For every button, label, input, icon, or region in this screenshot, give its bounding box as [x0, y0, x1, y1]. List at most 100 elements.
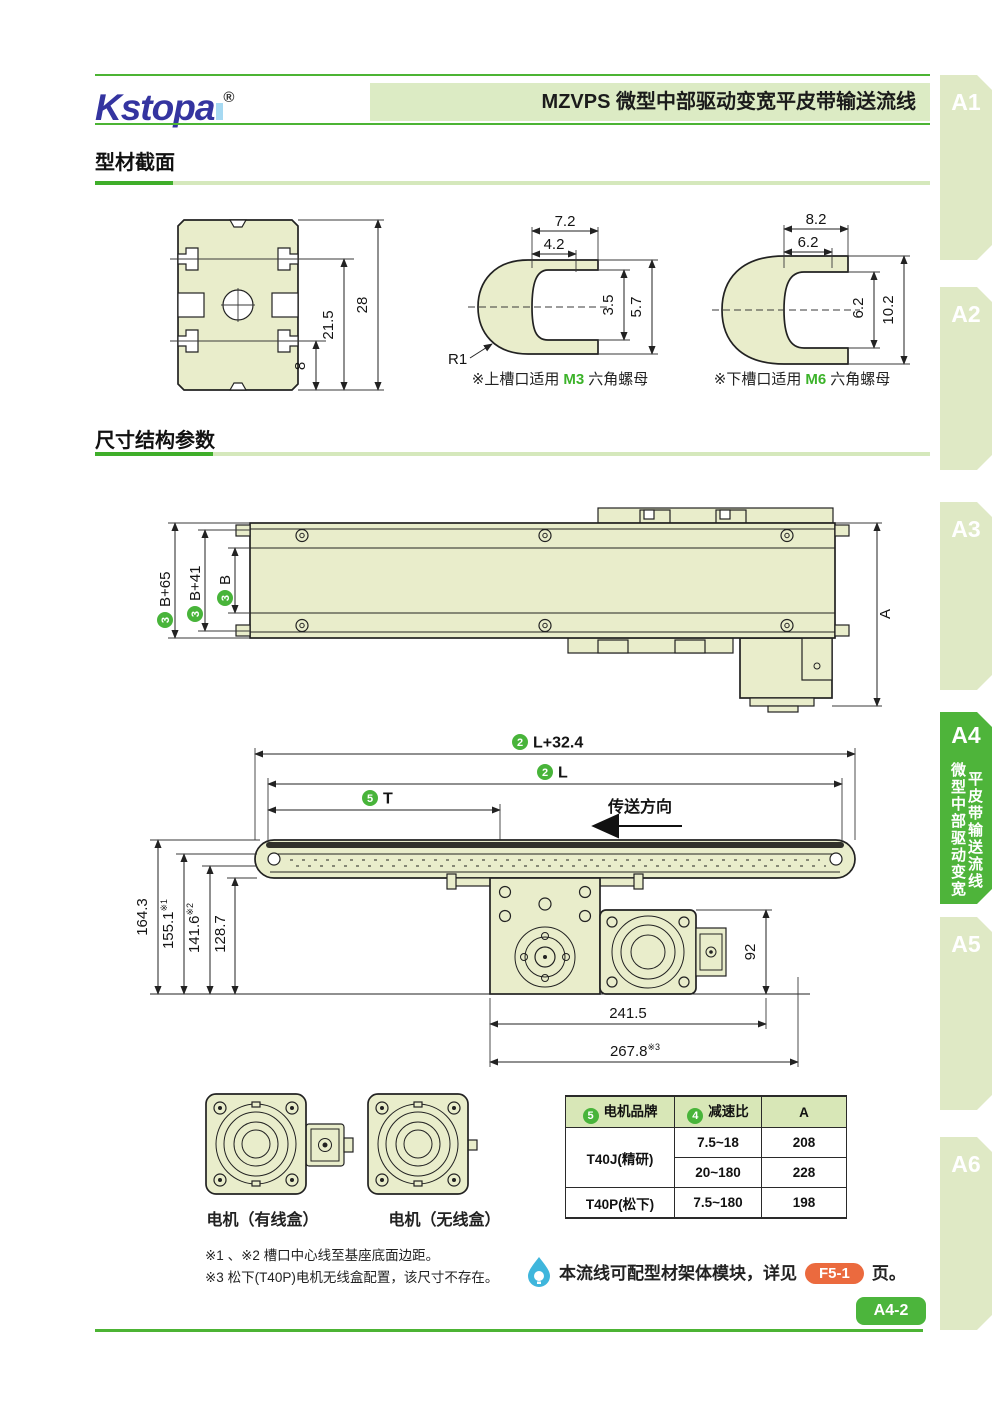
figure-lower-slot-profile: 8.2 6.2 6.2 10.2	[712, 214, 910, 365]
section1-rule-light	[173, 181, 930, 185]
dim-l324-label: 2 L+32.4	[512, 734, 583, 752]
dim-10-2-label: 10.2	[880, 295, 897, 324]
page-ref-badge[interactable]: F5-1	[805, 1262, 864, 1284]
table-row: T40J(精研) 7.5~18 208	[565, 1127, 847, 1188]
footnote-1: ※1 、※2 槽口中心线至基座底面边距。	[205, 1248, 440, 1263]
figure-profile-cross-section: 28 21.5 8	[170, 219, 384, 391]
figure-conveyor-side-view: 2 L+32.4 2 L 5 T 传送方向	[134, 734, 856, 1067]
profile3-outline	[721, 255, 849, 365]
cell-brand-t40p: T40P(松下)	[565, 1187, 675, 1219]
gearbox-flange	[514, 926, 576, 988]
table-row: 20~180 228	[566, 1157, 847, 1188]
svg-text:B+41: B+41	[187, 566, 204, 601]
page-number-badge: A4-2	[856, 1297, 926, 1325]
cell-brand-t40j: T40J(精研)	[565, 1127, 675, 1188]
figure-motor-without-box	[367, 1093, 478, 1195]
dim-21-5-label: 21.5	[320, 310, 337, 339]
cell-ratio: 7.5~180	[674, 1187, 762, 1219]
section1-rule-dark	[95, 181, 173, 185]
badge-4: 4	[687, 1108, 704, 1124]
cell-ratio: 7.5~18	[674, 1127, 762, 1158]
dim-7-2-label: 7.2	[555, 214, 576, 230]
dim-b-label: 3 B	[217, 575, 234, 606]
header-top-rule	[95, 74, 930, 76]
profile2-outline	[477, 259, 599, 355]
beam-right-hole	[829, 852, 843, 866]
header-bottom-rule	[95, 123, 930, 125]
transport-direction-label: 传送方向	[607, 797, 672, 816]
sidebar-tab-a5[interactable]: A5	[940, 917, 992, 1110]
dim-b65-label: 3 B+65	[157, 572, 174, 628]
dim-b41-label: 3 B+41	[187, 566, 204, 622]
dim-92-label: 92	[742, 944, 759, 961]
topview-frame	[249, 522, 836, 639]
dim-155-1-label: 155.1※1	[159, 899, 177, 949]
dim-a-label: A	[877, 609, 894, 619]
cell-a: 198	[761, 1187, 847, 1219]
svg-text:T: T	[383, 791, 393, 808]
sidebar-tab-a1[interactable]: A1	[940, 75, 992, 260]
thread-code-m3: M3	[563, 371, 585, 388]
cell-a: 228	[761, 1157, 847, 1188]
section2-rule-light	[213, 452, 930, 456]
dim-t-label: 5 T	[362, 790, 393, 808]
sidebar-tab-a4-active[interactable]: A4 平皮带输送流线 微型中部驱动变宽	[940, 712, 992, 904]
radius-r1-label: R1	[448, 351, 467, 368]
dim-28-label: 28	[354, 297, 371, 314]
bulb-drop-icon	[528, 1257, 550, 1287]
cell-a: 208	[761, 1127, 847, 1158]
brand-logo-text: Kstopa	[95, 87, 215, 128]
dim-3-5-label: 3.5	[600, 295, 617, 316]
col-header-a: A	[761, 1095, 847, 1128]
svg-text:B+65: B+65	[157, 572, 174, 607]
svg-text:2: 2	[542, 767, 548, 779]
motor-with-box-label: 电机（有线盒）	[206, 1212, 319, 1229]
dim-6-2-top-label: 6.2	[798, 234, 819, 251]
svg-text:3: 3	[190, 611, 202, 617]
motor-without-box-label: 电机（无线盒）	[388, 1212, 501, 1229]
figure-conveyor-top-view: 3 B+65 3 B+41 3 B A	[157, 507, 894, 713]
footnotes: ※1 、※2 槽口中心线至基座底面边距。 ※3 松下(T40P)电机无线盒配置，…	[205, 1245, 498, 1289]
dim-141-6-label: 141.6※2	[185, 903, 203, 953]
dim-267-8-label: 267.8※3	[610, 1042, 660, 1060]
section2-rule-dark	[95, 452, 213, 456]
sidebar-tab-a4-subtitle: 平皮带输送流线 微型中部驱动变宽	[949, 762, 983, 898]
dim-5-7-label: 5.7	[628, 297, 645, 318]
sidebar-tab-a2[interactable]: A2	[940, 287, 992, 470]
footnote-2: ※3 松下(T40P)电机无线盒配置，该尺寸不存在。	[205, 1270, 499, 1285]
thread-code-m6: M6	[805, 371, 827, 388]
dim-241-5-label: 241.5	[609, 1005, 647, 1022]
section-title-dimensions: 尺寸结构参数	[95, 430, 215, 452]
brand-logo: Kstopa®	[95, 78, 234, 128]
page-title-bar: MZVPS 微型中部驱动变宽平皮带输送流线	[370, 83, 930, 121]
cell-ratio: 20~180	[674, 1157, 762, 1188]
svg-text:3: 3	[220, 595, 232, 601]
logo-accent-mark	[216, 103, 224, 120]
table-row: T40P(松下) 7.5~180 198	[565, 1187, 847, 1219]
dim-128-7-label: 128.7	[212, 915, 229, 953]
svg-text:L: L	[558, 765, 568, 782]
svg-text:L+32.4: L+32.4	[533, 735, 583, 752]
sidebar-tab-a3[interactable]: A3	[940, 502, 992, 690]
svg-text:2: 2	[517, 737, 523, 749]
dim-4-2-label: 4.2	[544, 236, 565, 253]
sidebar-tab-a6[interactable]: A6	[940, 1137, 992, 1330]
dim-l-label: 2 L	[537, 764, 568, 782]
figure-motor-with-box	[205, 1093, 354, 1195]
dim-8-2-label: 8.2	[806, 214, 827, 228]
badge-5: 5	[582, 1108, 599, 1124]
svg-text:B: B	[217, 575, 234, 585]
beam-left-hole	[267, 852, 281, 866]
footer-rule	[95, 1329, 923, 1332]
svg-text:3: 3	[160, 617, 172, 623]
figure-upper-slot-profile: 7.2 4.2 3.5 5.7 R1	[448, 214, 658, 368]
dim-8-label: 8	[292, 362, 309, 370]
dim-164-3-label: 164.3	[134, 898, 151, 936]
